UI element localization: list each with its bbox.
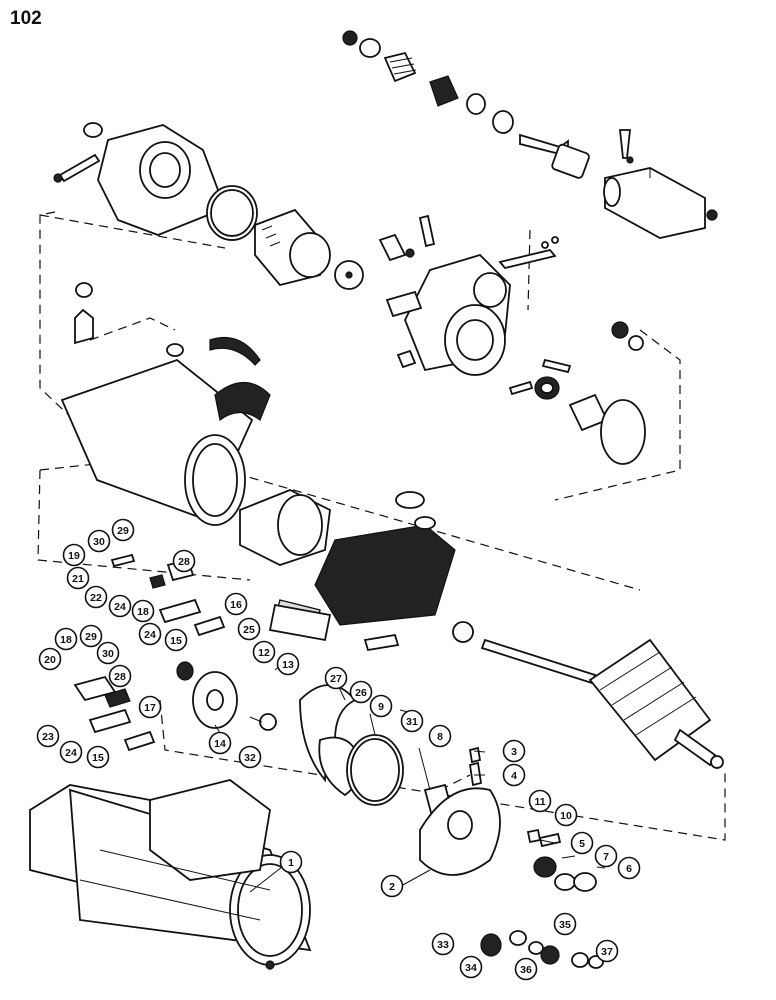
leader-lines xyxy=(214,651,606,893)
callout-10: 10 xyxy=(554,803,578,827)
callout-24b: 24 xyxy=(138,622,162,646)
callout-29b: 29 xyxy=(79,624,103,648)
svg-text:24: 24 xyxy=(65,747,77,759)
svg-text:28: 28 xyxy=(114,671,126,683)
svg-text:18: 18 xyxy=(137,606,149,618)
callout-37: 37 xyxy=(595,939,619,963)
callout-30a: 30 xyxy=(87,529,111,553)
svg-text:36: 36 xyxy=(520,964,532,976)
callout-26: 26 xyxy=(349,680,373,704)
svg-text:35: 35 xyxy=(559,919,571,931)
svg-text:11: 11 xyxy=(534,796,545,808)
svg-text:23: 23 xyxy=(42,731,54,743)
svg-text:9: 9 xyxy=(378,701,384,713)
svg-text:15: 15 xyxy=(170,635,182,647)
svg-text:2: 2 xyxy=(389,881,395,893)
callout-28b: 28 xyxy=(108,664,132,688)
callout-31: 31 xyxy=(400,709,424,733)
svg-text:16: 16 xyxy=(230,599,242,611)
svg-text:28: 28 xyxy=(178,556,190,568)
callout-6: 6 xyxy=(617,856,641,880)
callout-22: 22 xyxy=(84,585,108,609)
callout-16: 16 xyxy=(224,592,248,616)
callout-17: 17 xyxy=(138,695,162,719)
callout-9: 9 xyxy=(369,694,393,718)
svg-text:19: 19 xyxy=(68,550,80,562)
callout-24a: 24 xyxy=(108,594,132,618)
page-number: 102 xyxy=(10,8,42,29)
end-plate-group xyxy=(176,661,404,806)
svg-text:29: 29 xyxy=(85,631,97,643)
callout-8: 8 xyxy=(428,724,452,748)
callout-4: 4 xyxy=(502,763,526,787)
callout-23: 23 xyxy=(36,724,60,748)
svg-text:17: 17 xyxy=(144,702,156,714)
svg-text:10: 10 xyxy=(560,810,572,822)
callout-20: 20 xyxy=(38,647,62,671)
callout-15a: 15 xyxy=(164,628,188,652)
callout-3: 3 xyxy=(502,739,526,763)
svg-text:18: 18 xyxy=(60,634,72,646)
callout-19: 19 xyxy=(62,543,86,567)
svg-text:25: 25 xyxy=(243,624,255,636)
svg-text:8: 8 xyxy=(437,731,443,743)
callout-5: 5 xyxy=(570,831,594,855)
svg-text:33: 33 xyxy=(437,939,449,951)
svg-text:14: 14 xyxy=(214,738,226,750)
frame-group xyxy=(60,282,474,652)
callout-28a: 28 xyxy=(172,549,196,573)
svg-text:15: 15 xyxy=(92,752,104,764)
callout-33: 33 xyxy=(431,932,455,956)
callout-30b: 30 xyxy=(96,641,120,665)
callout-27: 27 xyxy=(324,666,348,690)
svg-text:32: 32 xyxy=(244,752,256,764)
brush-holder-group xyxy=(73,553,332,752)
callout-15b: 15 xyxy=(86,745,110,769)
svg-text:6: 6 xyxy=(626,863,632,875)
svg-text:7: 7 xyxy=(603,851,609,863)
callout-7: 7 xyxy=(594,844,618,868)
svg-text:4: 4 xyxy=(511,770,517,782)
svg-text:24: 24 xyxy=(114,601,126,613)
callout-25: 25 xyxy=(237,617,261,641)
callout-12: 12 xyxy=(252,640,276,664)
svg-text:21: 21 xyxy=(72,573,84,585)
callout-13: 13 xyxy=(276,652,300,676)
svg-text:34: 34 xyxy=(465,962,477,974)
callout-29a: 29 xyxy=(111,518,135,542)
callout-1: 1 xyxy=(279,850,303,874)
solenoid-group xyxy=(342,30,718,239)
svg-text:37: 37 xyxy=(601,946,613,958)
svg-text:30: 30 xyxy=(93,536,105,548)
assembled-starter xyxy=(29,779,312,970)
svg-text:30: 30 xyxy=(102,648,114,660)
callout-32: 32 xyxy=(238,745,262,769)
callout-35a: 35 xyxy=(553,912,577,936)
svg-text:13: 13 xyxy=(282,659,294,671)
svg-text:20: 20 xyxy=(44,654,56,666)
svg-text:3: 3 xyxy=(511,746,517,758)
svg-text:27: 27 xyxy=(330,673,342,685)
lever-housing-group xyxy=(378,214,646,465)
svg-text:29: 29 xyxy=(117,525,129,537)
callout-18a: 18 xyxy=(131,599,155,623)
callout-34: 34 xyxy=(459,955,483,979)
armature xyxy=(480,638,724,769)
svg-text:26: 26 xyxy=(355,687,367,699)
svg-text:12: 12 xyxy=(258,647,270,659)
callout-11: 11 xyxy=(528,789,552,813)
callout-2: 2 xyxy=(380,874,404,898)
callout-21: 21 xyxy=(66,566,90,590)
svg-text:5: 5 xyxy=(579,838,585,850)
callout-36: 36 xyxy=(514,957,538,981)
svg-text:24: 24 xyxy=(144,629,156,641)
svg-text:31: 31 xyxy=(406,716,418,728)
callout-14: 14 xyxy=(208,731,232,755)
svg-text:1: 1 xyxy=(288,857,294,869)
callout-24c: 24 xyxy=(59,740,83,764)
callout-18b: 18 xyxy=(54,627,78,651)
svg-text:22: 22 xyxy=(90,592,102,604)
drive-housing-group xyxy=(53,122,364,290)
